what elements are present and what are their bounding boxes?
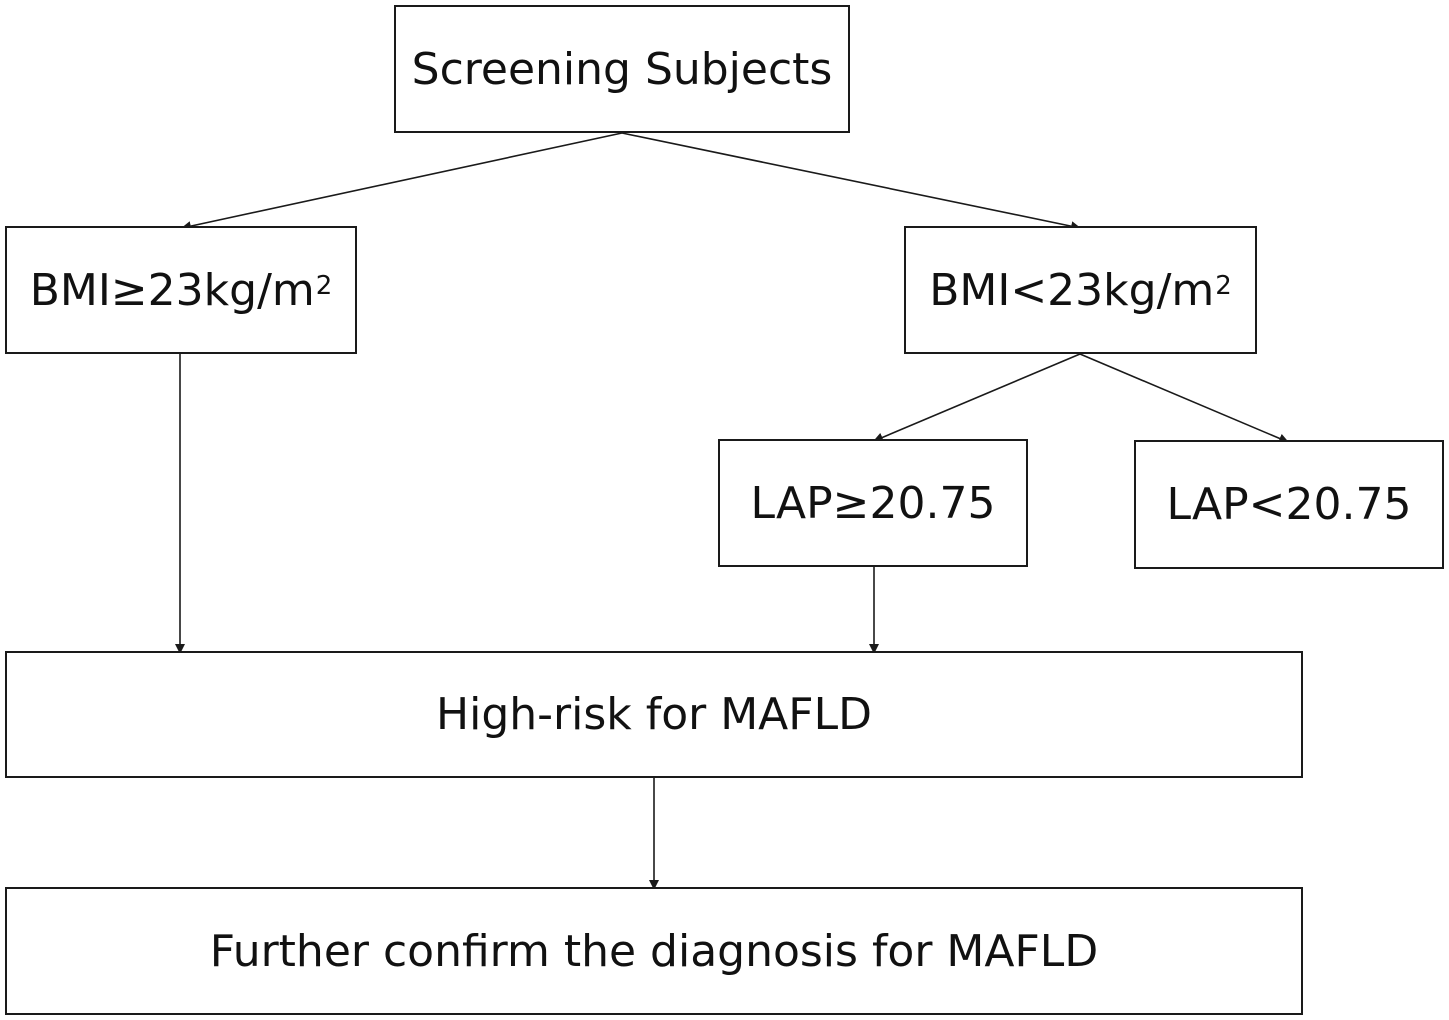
edge-bmi-low-to-lap-low [1079,353,1289,444]
node-screening-subjects-label: Screening Subjects [411,43,833,95]
node-bmi-low-label: BMI<23kg/m [929,264,1215,316]
node-bmi-low-superscript: 2 [1215,271,1232,301]
node-high-risk: High-risk for MAFLD [5,651,1303,778]
node-screening-subjects: Screening Subjects [394,5,850,133]
node-confirm-diagnosis: Further confirm the diagnosis for MAFLD [5,887,1303,1015]
node-lap-low-label: LAP<20.75 [1166,479,1412,530]
node-bmi-high-label: BMI≥23kg/m [29,264,315,316]
node-lap-low: LAP<20.75 [1134,440,1444,569]
node-bmi-high-superscript: 2 [315,271,333,301]
node-high-risk-label: High-risk for MAFLD [436,689,872,740]
edge-bmi-low-to-lap-high [873,353,1081,443]
node-lap-high-label: LAP≥20.75 [750,477,996,529]
edge-screening-to-bmi-high [181,132,623,231]
node-confirm-diagnosis-label: Further confirm the diagnosis for MAFLD [209,925,1099,977]
node-lap-high: LAP≥20.75 [718,439,1028,567]
edge-screening-to-bmi-low [621,132,1081,232]
